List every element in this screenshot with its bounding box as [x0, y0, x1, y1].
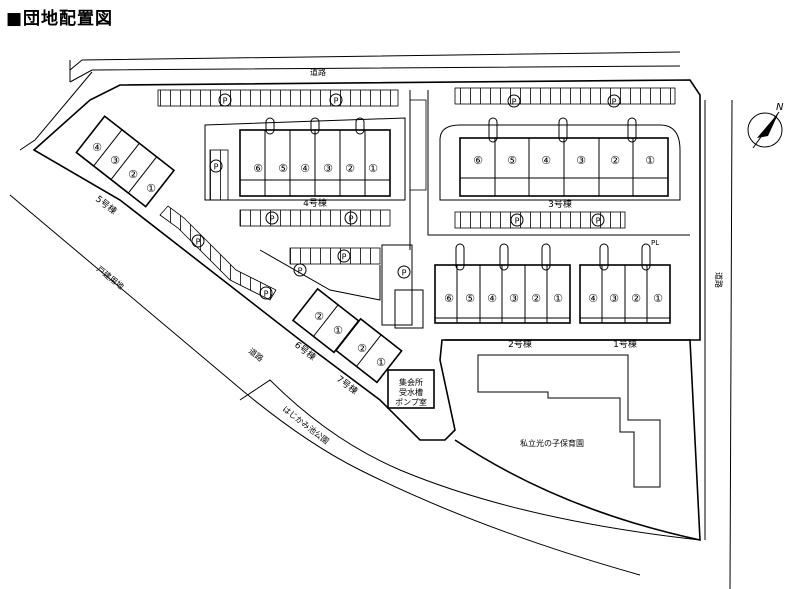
building-7 — [334, 317, 403, 384]
parking-icon: P — [196, 238, 201, 247]
parking-icon: P — [349, 215, 354, 224]
facility-label-tank: 受水槽 — [399, 387, 423, 397]
building-7-label: 7号棟 — [334, 373, 360, 397]
unit-number: ② — [531, 292, 541, 305]
unit-number: ④ — [541, 154, 551, 167]
building-4 — [239, 117, 391, 197]
unit-number: ③ — [609, 292, 619, 305]
building-4-label: 4号棟 — [303, 197, 327, 209]
unit-number: ④ — [588, 292, 598, 305]
nursery-outline — [477, 354, 661, 488]
parking-icon: P — [512, 98, 517, 107]
parking-markers: P P P P P P P P P P P P P P — [191, 93, 621, 300]
unit-number: ④ — [487, 292, 497, 305]
facility-label-hall: 集会所 — [399, 377, 423, 387]
road-lines — [9, 51, 733, 589]
parking-icon: P — [298, 267, 303, 276]
page-title: ■団地配置図 — [6, 9, 114, 29]
parking-icon: P — [342, 253, 347, 262]
parking-icon: P — [264, 290, 269, 299]
unit-number: ③ — [323, 162, 333, 175]
building-3 — [459, 117, 669, 197]
parking-icon: P — [612, 98, 617, 107]
unit-number: ① — [653, 292, 663, 305]
area-label-park: はじかみ池公園 — [281, 404, 331, 446]
building-3-label: 3号棟 — [548, 198, 572, 210]
compass-north-label: N — [776, 102, 784, 113]
building-5 — [75, 115, 176, 208]
parking-icon: P — [334, 97, 339, 106]
unit-number: ② — [314, 310, 324, 323]
road-label-north: 道路 — [310, 67, 326, 77]
parking-icon: P — [596, 217, 601, 226]
unit-number: ② — [345, 162, 355, 175]
unit-number: ② — [610, 154, 620, 167]
unit-number: ⑥ — [473, 154, 483, 167]
parking-icon: P — [515, 217, 520, 226]
parking-icon: P — [402, 269, 407, 278]
building-2-label: 2号棟 — [508, 338, 532, 350]
unit-number: ① — [333, 324, 343, 337]
driveways — [204, 90, 690, 329]
unit-number: ③ — [576, 154, 586, 167]
area-label-nursery: 私立光の子保育園 — [520, 438, 584, 448]
unit-number: ② — [357, 342, 367, 355]
parking-icon: P — [270, 215, 275, 224]
unit-number: ⑥ — [253, 162, 263, 175]
facility-label-pump: ポンプ室 — [395, 397, 427, 407]
unit-number: ③ — [110, 154, 120, 167]
unit-number: ① — [146, 182, 156, 195]
building-2 — [434, 243, 571, 324]
unit-number: ④ — [300, 162, 310, 175]
road-label-east: 道路 — [714, 272, 724, 288]
building-1 — [579, 243, 671, 324]
parking-icon: P — [223, 97, 228, 106]
unit-number: ② — [631, 292, 641, 305]
site-boundary — [32, 79, 701, 542]
unit-number: ① — [645, 154, 655, 167]
pl-label: PL — [651, 239, 659, 247]
compass-icon — [747, 111, 783, 149]
unit-number: ⑤ — [507, 154, 517, 167]
area-label-houses: 戸建用地 — [95, 264, 126, 292]
unit-number: ② — [128, 168, 138, 181]
unit-number: ⑤ — [465, 292, 475, 305]
unit-number: ④ — [92, 141, 102, 154]
building-1-label: 1号棟 — [613, 338, 637, 350]
unit-number: ③ — [509, 292, 519, 305]
road-label-southwest: 道路 — [247, 346, 266, 364]
unit-number: ① — [368, 162, 378, 175]
unit-number: ⑥ — [444, 292, 454, 305]
unit-number: ① — [553, 292, 563, 305]
unit-number: ① — [376, 356, 386, 369]
parking-icon: P — [214, 163, 219, 172]
parking-areas — [157, 87, 676, 301]
unit-number: ⑤ — [278, 162, 288, 175]
community-hall — [387, 369, 435, 409]
